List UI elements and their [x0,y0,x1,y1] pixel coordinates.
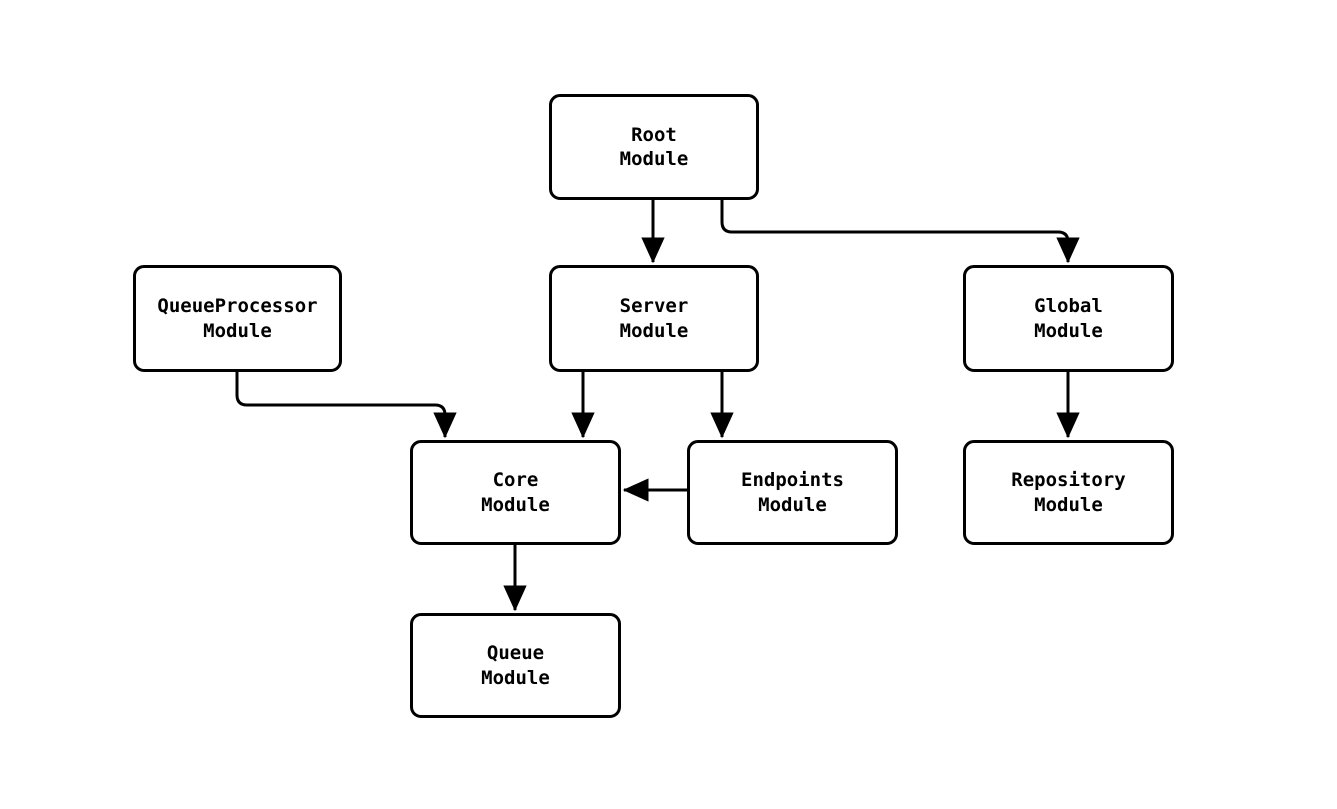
edge-queueprocessor-to-core [235,372,457,439]
node-endpoints-module[interactable]: Endpoints Module [687,440,898,545]
node-global-module-label: Global Module [1034,295,1103,342]
node-endpoints-module-label: Endpoints Module [741,469,844,516]
node-queueprocessor-module[interactable]: QueueProcessor Module [133,265,342,372]
node-root-module[interactable]: Root Module [549,94,759,200]
node-global-module[interactable]: Global Module [963,265,1174,372]
edge-root-to-global [720,200,1080,264]
node-root-module-label: Root Module [619,123,689,170]
node-repository-module-label: Repository Module [1011,469,1126,516]
node-queue-module[interactable]: Queue Module [410,613,621,718]
node-core-module-label: Core Module [481,469,550,516]
node-queueprocessor-module-label: QueueProcessor Module [157,295,318,342]
node-server-module-label: Server Module [619,295,689,342]
node-repository-module[interactable]: Repository Module [963,440,1174,545]
node-core-module[interactable]: Core Module [410,440,621,545]
node-queue-module-label: Queue Module [481,642,550,689]
node-server-module[interactable]: Server Module [549,265,759,372]
